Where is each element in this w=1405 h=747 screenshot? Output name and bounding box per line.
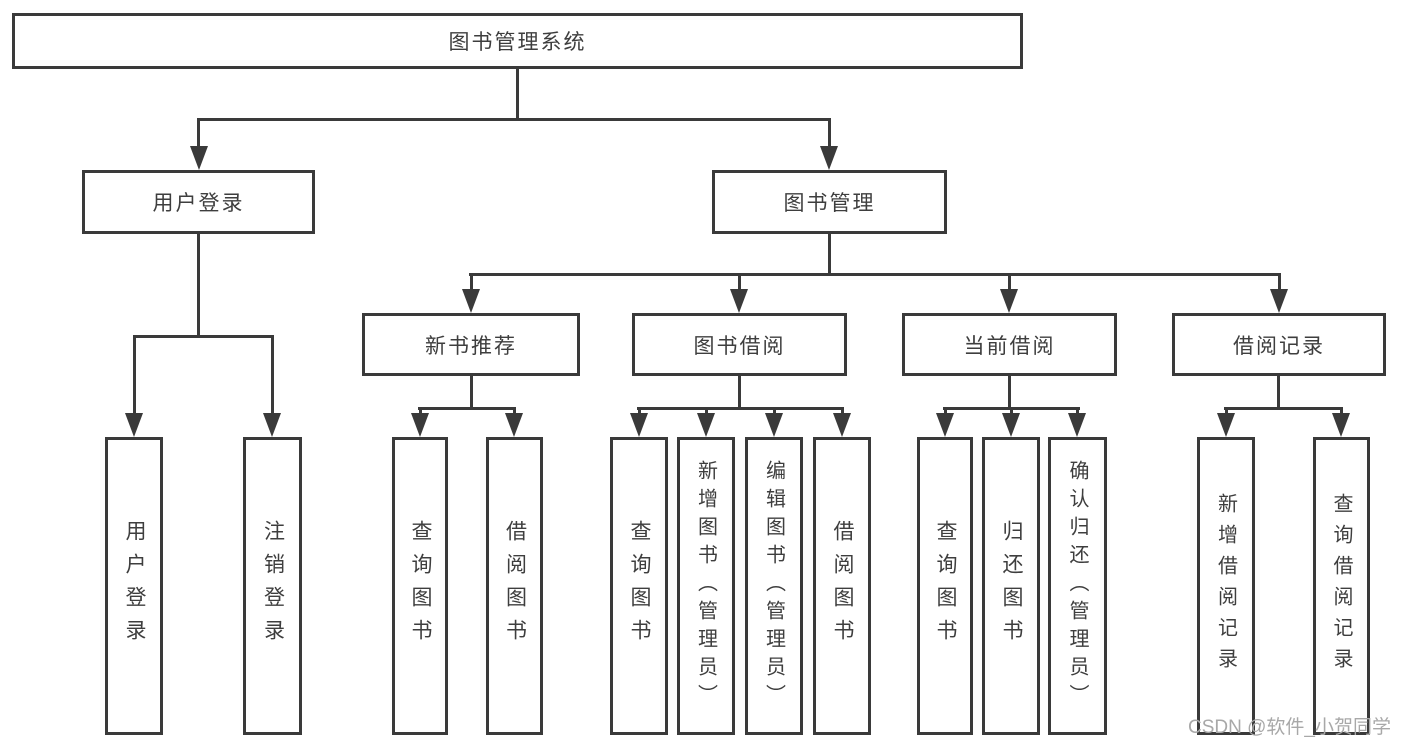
arrow-down-icon (1332, 413, 1350, 437)
connector-line (638, 407, 641, 417)
leaf-add-borrow-record: 新增借阅记录 (1197, 437, 1255, 735)
arrow-down-icon (630, 413, 648, 437)
leaf-query-books-1: 查询图书 (392, 437, 448, 735)
node-new-book-recommend: 新书推荐 (362, 313, 580, 376)
connector-line (1008, 376, 1011, 410)
node-borrow-records: 借阅记录 (1172, 313, 1386, 376)
connector-line (470, 376, 473, 410)
connector-line (133, 335, 136, 415)
arrow-down-icon (730, 289, 748, 313)
connector-line (197, 118, 831, 121)
connector-line (1010, 407, 1013, 417)
connector-line (470, 273, 473, 291)
leaf-borrow-books-2: 借阅图书 (813, 437, 871, 735)
arrow-down-icon (411, 413, 429, 437)
arrow-down-icon (697, 413, 715, 437)
arrow-down-icon (820, 146, 838, 170)
connector-line (738, 376, 741, 410)
node-current-borrow: 当前借阅 (902, 313, 1117, 376)
leaf-logout: 注销登录 (243, 437, 302, 735)
connector-line (516, 69, 519, 121)
leaf-query-books-3: 查询图书 (917, 437, 973, 735)
arrow-down-icon (1068, 413, 1086, 437)
connector-line (773, 407, 776, 417)
connector-line (133, 335, 274, 338)
connector-line (513, 407, 516, 417)
connector-line (705, 407, 708, 417)
node-user-login: 用户登录 (82, 170, 315, 234)
arrow-down-icon (936, 413, 954, 437)
arrow-down-icon (1000, 289, 1018, 313)
arrow-down-icon (505, 413, 523, 437)
leaf-borrow-books-1: 借阅图书 (486, 437, 543, 735)
arrow-down-icon (1217, 413, 1235, 437)
connector-line (419, 407, 422, 417)
connector-line (1224, 407, 1343, 410)
connector-line (841, 407, 844, 417)
connector-line (637, 407, 844, 410)
leaf-query-borrow-record: 查询借阅记录 (1313, 437, 1370, 735)
connector-line (1008, 273, 1011, 291)
arrow-down-icon (263, 413, 281, 437)
arrow-down-icon (1270, 289, 1288, 313)
connector-line (197, 234, 200, 335)
connector-line (828, 118, 831, 148)
connector-line (271, 335, 274, 415)
connector-line (828, 234, 831, 276)
arrow-down-icon (190, 146, 208, 170)
node-book-borrow: 图书借阅 (632, 313, 847, 376)
arrow-down-icon (462, 289, 480, 313)
connector-line (1277, 376, 1280, 410)
connector-line (738, 273, 741, 291)
connector-line (1076, 407, 1079, 417)
connector-line (1225, 407, 1228, 417)
leaf-add-book-admin: 新增图书（管理员） (677, 437, 735, 735)
connector-line (418, 407, 516, 410)
connector-line (1340, 407, 1343, 417)
leaf-return-books: 归还图书 (982, 437, 1040, 735)
connector-line (1278, 273, 1281, 291)
connector-line (197, 118, 200, 148)
connector-line (469, 273, 1280, 276)
leaf-edit-book-admin: 编辑图书（管理员） (745, 437, 803, 735)
arrow-down-icon (125, 413, 143, 437)
arrow-down-icon (833, 413, 851, 437)
watermark: CSDN @软件_小贺同学 (1188, 717, 1391, 738)
arrow-down-icon (765, 413, 783, 437)
node-book-system: 图书管理系统 (12, 13, 1023, 69)
arrow-down-icon (1002, 413, 1020, 437)
connector-line (944, 407, 947, 417)
leaf-confirm-return-admin: 确认归还（管理员） (1048, 437, 1107, 735)
leaf-user-login: 用户登录 (105, 437, 163, 735)
leaf-query-books-2: 查询图书 (610, 437, 668, 735)
node-book-management: 图书管理 (712, 170, 947, 234)
